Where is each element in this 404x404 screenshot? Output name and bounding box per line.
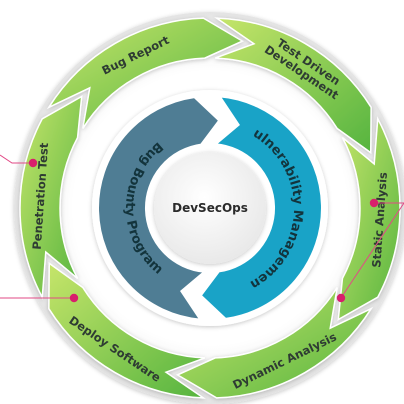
connector-dot-left-bottom [69, 293, 79, 303]
connector-dot-left-top [28, 158, 38, 168]
left-connectors [0, 154, 79, 303]
right-connectors [336, 198, 404, 303]
connector-dot-right-bottom [336, 293, 346, 303]
outer-ring-segments [19, 17, 401, 399]
connector-dot-right-top [369, 198, 379, 208]
inner-segment-bug-bounty [97, 96, 221, 321]
connector-line-right-diagonal [340, 202, 404, 299]
connector-line-left-top [0, 154, 33, 164]
inner-segment-vulnerability [199, 95, 323, 320]
outer-segment [19, 95, 83, 300]
outer-segment [48, 261, 206, 399]
outer-segment-label: Static Analysis [369, 171, 390, 268]
outer-segment [46, 17, 245, 129]
center-circle [154, 152, 266, 264]
center-label: DevSecOps [172, 201, 248, 215]
outer-segment [175, 287, 374, 399]
outer-segment [337, 116, 401, 321]
outer-segment [214, 17, 372, 155]
